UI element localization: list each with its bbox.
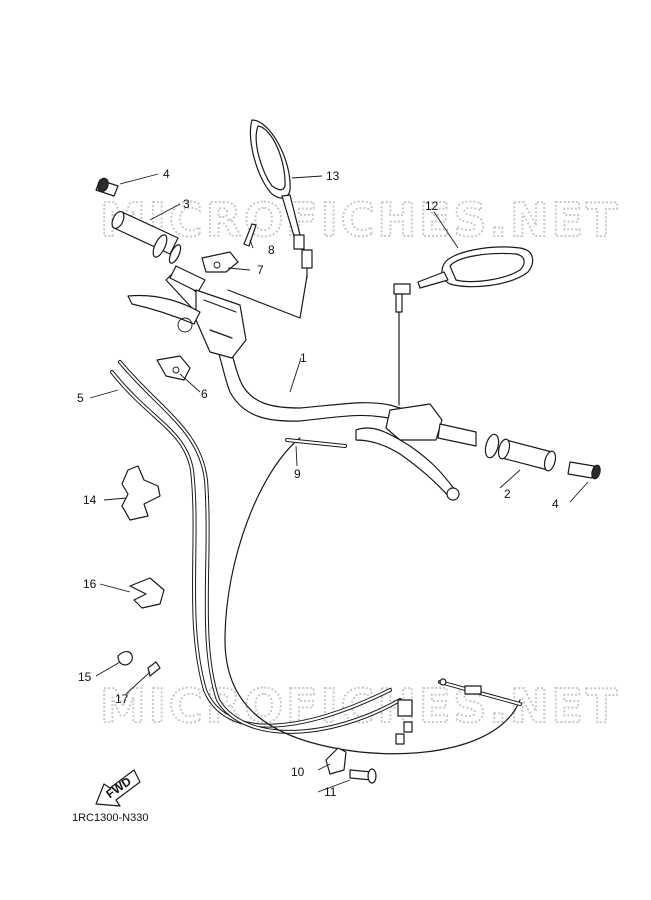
callout-16: 16 xyxy=(83,577,97,591)
callout-9: 9 xyxy=(294,467,301,481)
callout-6: 6 xyxy=(201,387,208,401)
callout-8: 8 xyxy=(268,243,275,257)
callout-12: 12 xyxy=(425,199,439,213)
left-grip-assembly xyxy=(95,177,206,293)
mirror-right xyxy=(393,246,534,406)
callout-labels: 1 2 3 4 4 5 6 7 8 9 10 11 12 13 14 15 16… xyxy=(77,167,559,799)
callout-2: 2 xyxy=(504,487,511,501)
callout-15: 15 xyxy=(78,670,92,684)
watermark-bottom: MICROFICHES.NET xyxy=(100,679,620,733)
callout-13: 13 xyxy=(326,169,340,183)
callout-4-left: 4 xyxy=(163,167,170,181)
right-lever-assembly xyxy=(355,403,500,501)
cable-assembly xyxy=(110,360,522,755)
mirror-left xyxy=(249,119,313,279)
leader-lines xyxy=(89,173,589,793)
callout-10: 10 xyxy=(291,765,305,779)
callout-3: 3 xyxy=(183,197,190,211)
callout-14: 14 xyxy=(83,493,97,507)
diagram-code: 1RC1300-N330 xyxy=(72,812,149,824)
callout-4-right: 4 xyxy=(552,497,559,511)
callout-11: 11 xyxy=(324,785,337,799)
callout-17: 17 xyxy=(115,692,129,706)
right-grip-assembly xyxy=(497,438,601,480)
callout-5: 5 xyxy=(77,391,84,405)
left-lever-assembly xyxy=(127,223,308,381)
callout-1: 1 xyxy=(300,351,307,365)
cable-holders xyxy=(117,465,377,784)
watermark-top: MICROFICHES.NET xyxy=(100,193,620,247)
callout-7: 7 xyxy=(257,263,264,277)
fwd-arrow: FWD xyxy=(95,769,141,807)
